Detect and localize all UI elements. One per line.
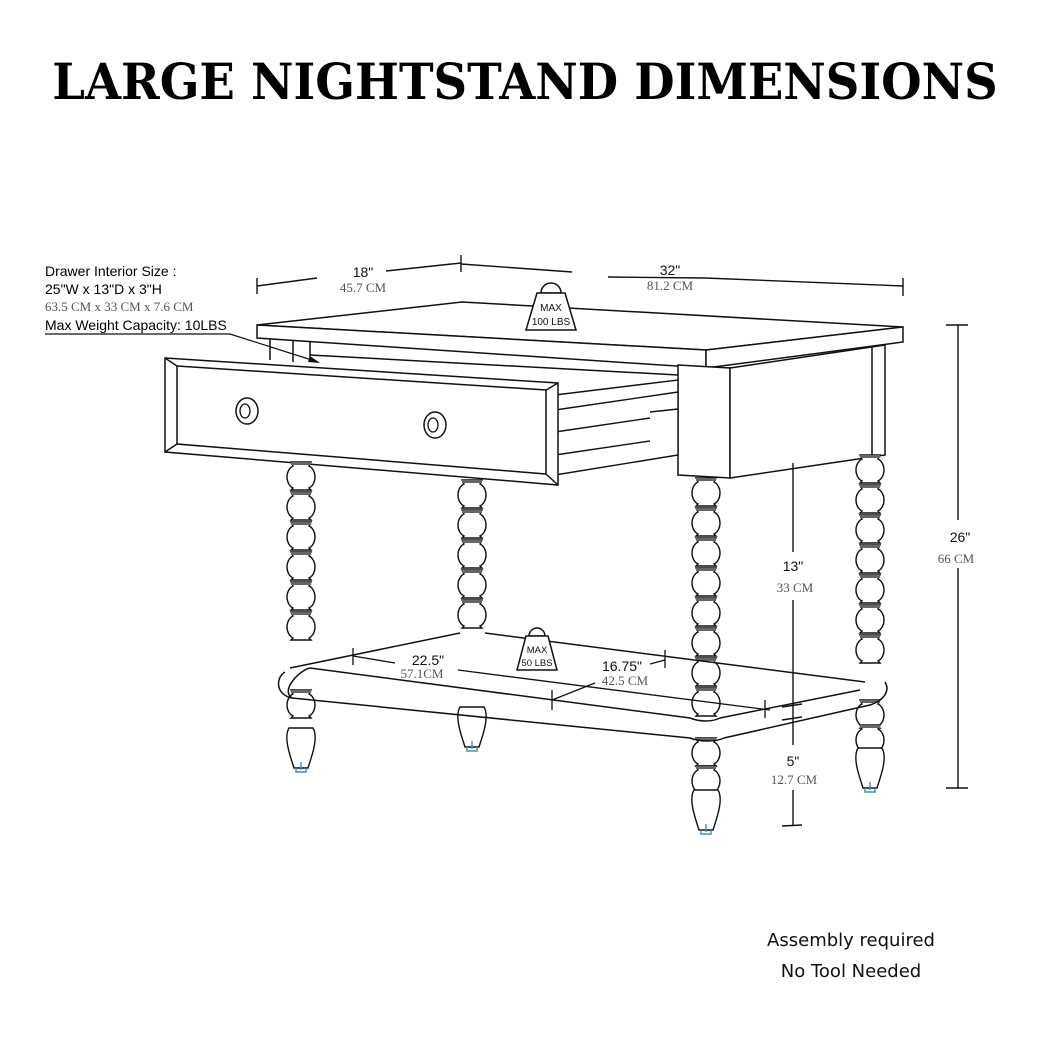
svg-text:26": 26" xyxy=(950,529,971,545)
drawer-note-weight: Max Weight Capacity: 10LBS xyxy=(45,317,227,333)
drawer-note-cm: 63.5 CM x 33 CM x 7.6 CM xyxy=(45,299,194,314)
svg-text:16.75": 16.75" xyxy=(602,658,642,674)
leg-front-left xyxy=(286,461,316,773)
drawer-note-heading: Drawer Interior Size : xyxy=(45,263,177,279)
leg-back-left xyxy=(457,479,487,752)
svg-text:13": 13" xyxy=(783,558,804,574)
drawer-interior-note: Drawer Interior Size : 25"W x 13"D x 3"H… xyxy=(45,262,227,334)
svg-text:45.7 CM: 45.7 CM xyxy=(340,280,387,295)
dim-width-label: 32" 81.2 CM xyxy=(647,262,694,293)
shelf-dimension-lines xyxy=(352,648,771,718)
assembly-required-text: Assembly required xyxy=(767,930,935,951)
svg-text:MAX: MAX xyxy=(540,303,562,314)
cabinet-body xyxy=(269,339,886,479)
svg-text:66 CM: 66 CM xyxy=(938,551,975,566)
drawer-knob-right xyxy=(423,411,447,439)
dim-depth-label: 18" 45.7 CM xyxy=(340,264,387,295)
weight-icon-shelf: MAX 50 LBS xyxy=(516,627,558,671)
drawer-front xyxy=(164,357,559,486)
no-tool-needed-text: No Tool Needed xyxy=(780,961,922,982)
dim-shelf-depth-label: 16.75" 42.5 CM xyxy=(602,658,649,688)
svg-text:100 LBS: 100 LBS xyxy=(532,317,571,328)
drawer-side xyxy=(554,379,679,476)
svg-text:22.5": 22.5" xyxy=(412,652,444,668)
top-dimension-lines xyxy=(256,255,904,296)
svg-text:32": 32" xyxy=(660,262,681,278)
dim-clearance-label: 13" 33 CM xyxy=(777,558,814,595)
svg-text:57.1CM: 57.1CM xyxy=(401,666,444,681)
page-title: LARGE NIGHTSTAND DIMENSIONS xyxy=(52,52,998,111)
svg-text:MAX: MAX xyxy=(527,645,548,656)
dim-shelf-height-label: 5" 12.7 CM xyxy=(771,753,818,787)
svg-text:5": 5" xyxy=(787,753,800,769)
drawer-knob-left xyxy=(235,397,259,425)
leg-back-right xyxy=(855,454,885,793)
svg-text:50 LBS: 50 LBS xyxy=(521,658,552,669)
note-leader xyxy=(45,333,320,363)
vertical-dimension-lines xyxy=(781,324,968,827)
svg-text:42.5 CM: 42.5 CM xyxy=(602,673,649,688)
dim-shelf-width-label: 22.5" 57.1CM xyxy=(401,652,445,681)
svg-text:12.7 CM: 12.7 CM xyxy=(771,772,818,787)
svg-text:33 CM: 33 CM xyxy=(777,580,814,595)
svg-text:18": 18" xyxy=(353,264,374,280)
drawer-note-inches: 25"W x 13"D x 3"H xyxy=(45,281,162,297)
leg-front-right xyxy=(691,477,721,835)
dim-height-label: 26" 66 CM xyxy=(938,529,975,566)
assembly-note: Assembly required No Tool Needed xyxy=(740,925,962,987)
lower-shelf xyxy=(277,632,888,742)
weight-icon-top: MAX 100 LBS xyxy=(524,282,578,331)
svg-text:81.2 CM: 81.2 CM xyxy=(647,278,694,293)
